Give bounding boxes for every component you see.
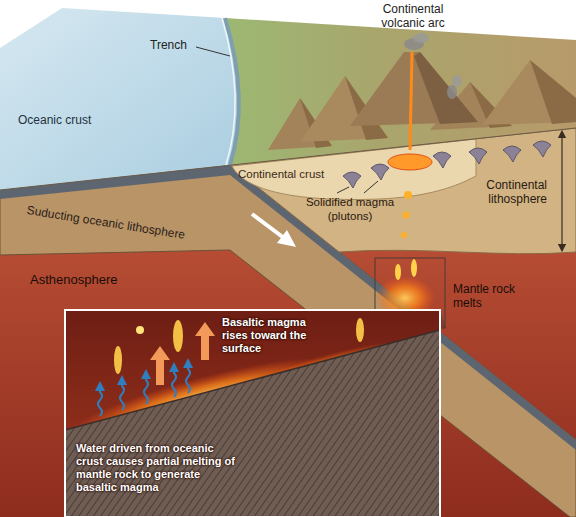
leader-line [364,181,378,193]
leader-line [196,47,230,56]
process-note: Water driven from oceanic crust causes p… [76,442,236,494]
feature-label: Trench [150,38,187,52]
region-label: Continental volcanic arc [366,2,460,30]
layer-label: Continental lithosphere [455,178,547,206]
leader-line [337,187,349,193]
process-label: Mantle rock melts [453,282,525,310]
layer-label: Asthenosphere [30,272,117,287]
volcano [350,33,478,150]
trench-highlight [222,18,235,165]
thickness-bracket [561,134,562,248]
magma [375,154,435,320]
layer-label: Continental crust [238,168,324,182]
feature-label: Solidified magma (plutons) [300,196,400,223]
inset-detail [65,310,440,517]
motion-arrow [252,214,296,247]
process-note: Basaltic magma rises toward the surface [222,316,327,355]
ocean-surface [0,8,239,190]
layer-label: Oceanic crust [18,113,91,127]
inset-border [65,310,440,517]
land-surface [225,18,576,165]
layer-label: Suducting oceanic lithosphere [26,203,186,242]
